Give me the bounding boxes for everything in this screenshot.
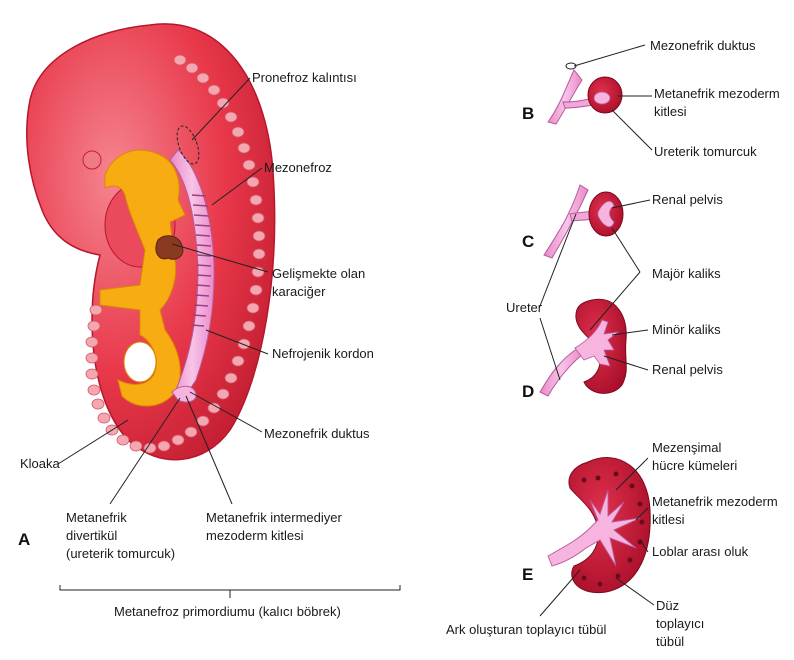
label-met-int-2: mezoderm kitlesi [206, 528, 304, 544]
panel-b-letter: B [522, 104, 534, 124]
label-duz-2: toplayıcı [656, 616, 704, 632]
label-mez-duktus-b: Mezonefrik duktus [650, 38, 756, 54]
panel-e-figure [548, 458, 650, 593]
ureter-c [544, 185, 588, 258]
panel-d-figure [540, 299, 626, 396]
label-primordium: Metanefroz primordiumu (kalıcı böbrek) [114, 604, 341, 620]
label-met-mez-b-1: Metanefrik mezoderm [654, 86, 780, 102]
label-met-mez-e-1: Metanefrik mezoderm [652, 494, 778, 510]
panel-e-letter: E [522, 565, 533, 585]
label-mezensimal-2: hücre kümeleri [652, 458, 737, 474]
panel-d-letter: D [522, 382, 534, 402]
label-karaciger-2: karaciğer [272, 284, 325, 300]
label-duz-1: Düz [656, 598, 679, 614]
label-kloaka: Kloaka [20, 456, 60, 472]
label-ark: Ark oluşturan toplayıcı tübül [446, 622, 606, 638]
label-nefrojenik: Nefrojenik kordon [272, 346, 374, 362]
label-renal-pelvis-d: Renal pelvis [652, 362, 723, 378]
yolk-cavity [124, 342, 156, 382]
label-mez-duktus-a: Mezonefrik duktus [264, 426, 370, 442]
label-major-kaliks: Majör kaliks [652, 266, 721, 282]
label-renal-pelvis-c: Renal pelvis [652, 192, 723, 208]
label-met-div-2: divertikül [66, 528, 117, 544]
label-karaciger-1: Gelişmekte olan [272, 266, 365, 282]
label-ureter: Ureter [506, 300, 542, 316]
label-minor-kaliks: Minör kaliks [652, 322, 721, 338]
label-met-div-3: (ureterik tomurcuk) [66, 546, 175, 562]
panel-a-letter: A [18, 530, 30, 550]
eye-placode [83, 151, 101, 169]
label-ureterik-tom: Ureterik tomurcuk [654, 144, 757, 160]
liver-icon [156, 236, 183, 260]
mesonephric-duct-b [548, 70, 582, 124]
label-met-int-1: Metanefrik intermediyer [206, 510, 342, 526]
label-mezensimal-1: Mezenşimal [652, 440, 721, 456]
panel-c-letter: C [522, 232, 534, 252]
label-mezonefroz: Mezonefroz [264, 160, 332, 176]
panel-c-figure [544, 185, 623, 258]
label-met-mez-b-2: kitlesi [654, 104, 687, 120]
embryo-figure [27, 24, 275, 460]
label-met-div-1: Metanefrik [66, 510, 127, 526]
label-loblar: Loblar arası oluk [652, 544, 748, 560]
ureter-d [540, 348, 583, 396]
label-met-mez-e-2: kitlesi [652, 512, 685, 528]
label-pronefroz: Pronefroz kalıntısı [252, 70, 357, 86]
label-duz-3: tübül [656, 634, 684, 650]
panel-b-figure [548, 63, 622, 124]
